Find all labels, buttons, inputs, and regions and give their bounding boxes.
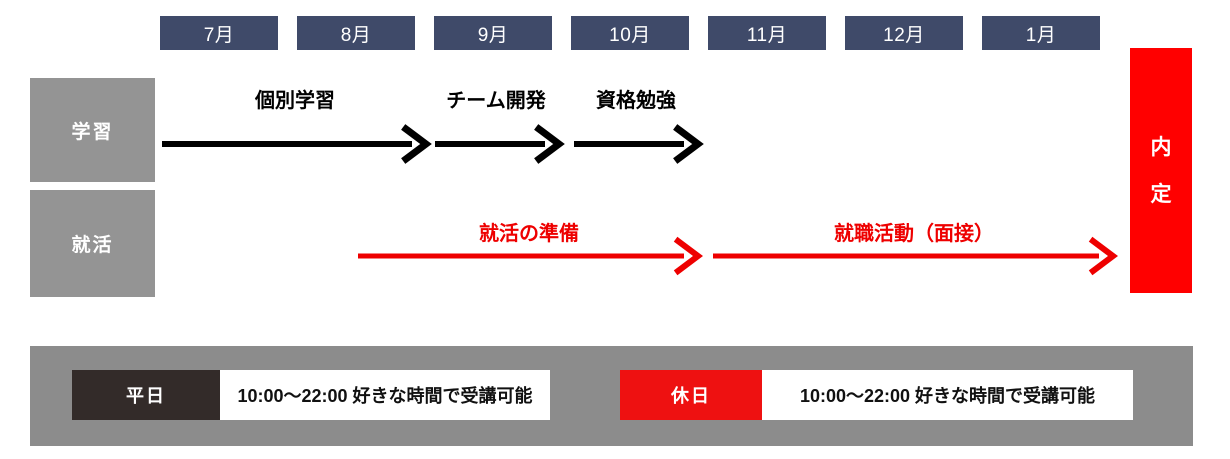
- phase-label-job-hunting: 就職活動（面接）: [834, 223, 994, 245]
- month-label: 12月: [883, 24, 925, 46]
- month-cell-4: 10月: [571, 16, 689, 50]
- phase-label-job-prep: 就活の準備: [479, 223, 579, 245]
- arrow-team-development: [435, 124, 565, 164]
- goal-badge-job-offer: 内 定: [1130, 48, 1192, 293]
- row-label-text: 学習: [71, 121, 114, 143]
- month-label: 8月: [340, 24, 372, 46]
- phase-label-individual-study: 個別学習: [255, 90, 335, 112]
- phase-label-certification-study: 資格勉強: [596, 90, 676, 112]
- goal-char-1: 内: [1150, 135, 1172, 159]
- arrow-job-prep: [358, 236, 703, 276]
- month-label: 1月: [1025, 24, 1057, 46]
- schedule-entry-weekday: 平日 10:00〜22:00 好きな時間で受講可能: [72, 370, 550, 420]
- arrow-certification-study: [574, 124, 704, 164]
- month-cell-7: 1月: [982, 16, 1100, 50]
- arrow-individual-study: [162, 124, 432, 164]
- schedule-hours-holiday: 10:00〜22:00 好きな時間で受講可能: [762, 370, 1133, 420]
- schedule-entry-holiday: 休日 10:00〜22:00 好きな時間で受講可能: [620, 370, 1133, 420]
- month-cell-1: 7月: [160, 16, 278, 50]
- row-label-job: 就活: [30, 190, 155, 297]
- schedule-hours-weekday: 10:00〜22:00 好きな時間で受講可能: [220, 370, 550, 420]
- arrow-job-hunting: [713, 236, 1118, 276]
- phase-label-team-development: チーム開発: [446, 90, 546, 112]
- month-label: 11月: [746, 24, 788, 46]
- month-label: 9月: [477, 24, 509, 46]
- month-cell-2: 8月: [297, 16, 415, 50]
- month-cell-6: 12月: [845, 16, 963, 50]
- schedule-tag-weekday: 平日: [72, 370, 220, 420]
- schedule-bar: 平日 10:00〜22:00 好きな時間で受講可能 休日 10:00〜22:00…: [30, 346, 1193, 446]
- row-label-text: 就活: [71, 235, 114, 256]
- month-cell-3: 9月: [434, 16, 552, 50]
- row-label-study: 学習: [30, 78, 155, 182]
- month-header: 7月 8月 9月 10月 11月 12月 1月: [160, 16, 1100, 50]
- goal-char-2: 定: [1150, 182, 1172, 206]
- month-label: 10月: [609, 24, 651, 46]
- schedule-tag-holiday: 休日: [620, 370, 762, 420]
- month-cell-5: 11月: [708, 16, 826, 50]
- month-label: 7月: [203, 24, 235, 46]
